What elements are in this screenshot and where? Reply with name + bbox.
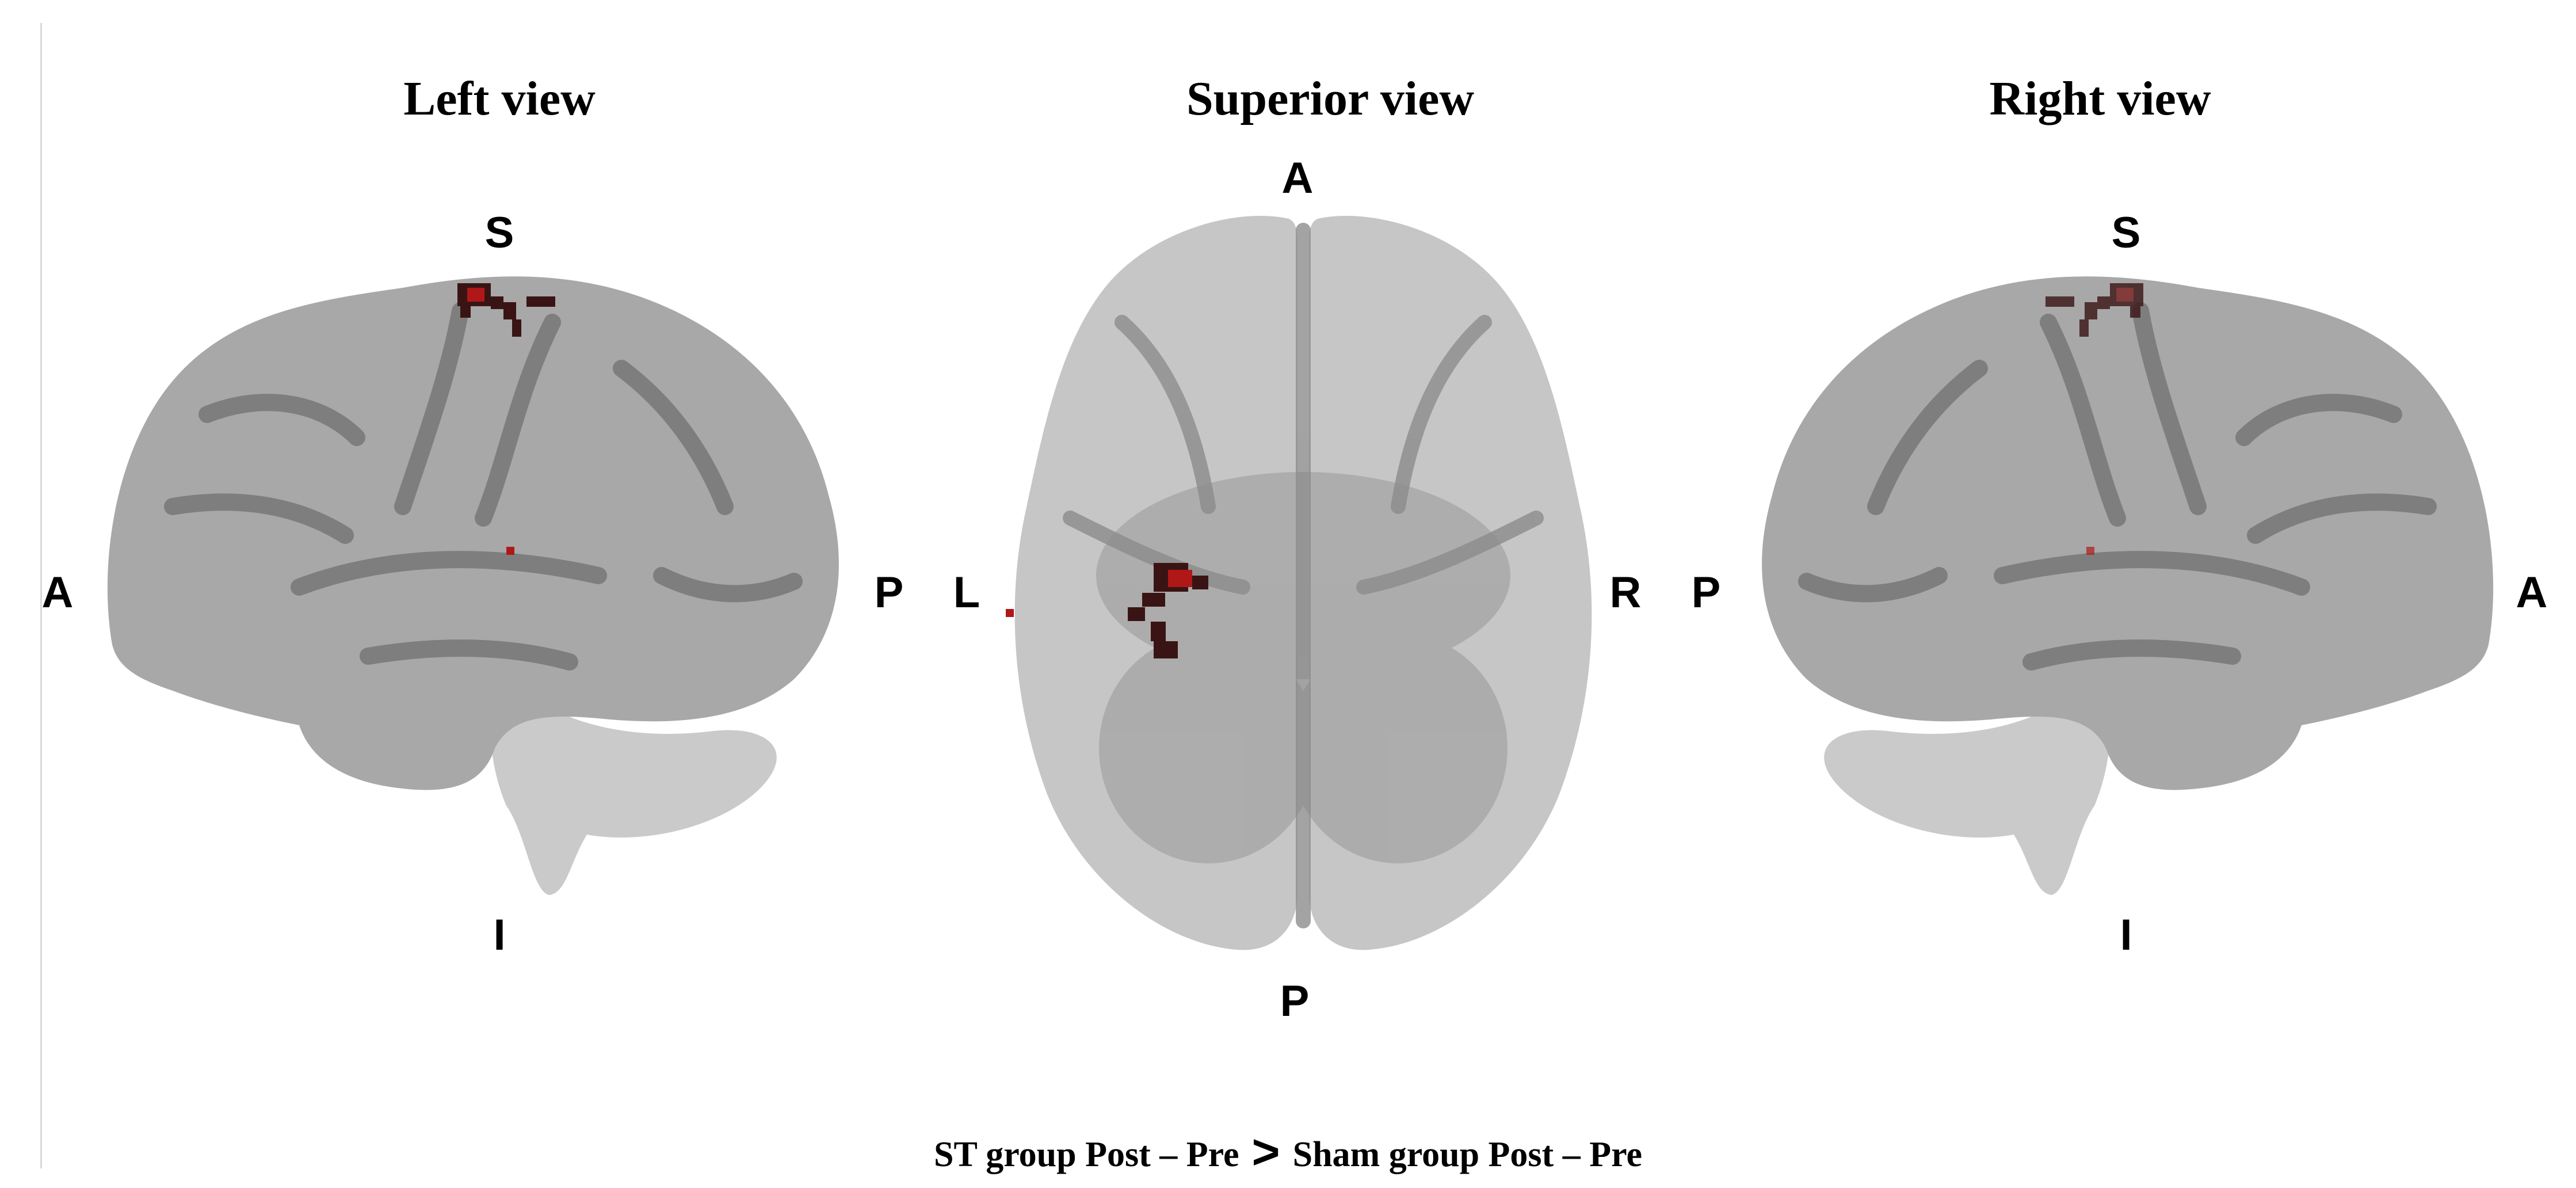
left-view-label-top: S <box>484 208 514 257</box>
cerebellum-shape <box>490 662 777 895</box>
divider-line <box>40 23 42 1168</box>
superior-view-label-right: R <box>1609 568 1642 617</box>
superior-view-label-left: L <box>953 568 980 617</box>
caption-left-text: ST group Post – Pre <box>934 1135 1239 1174</box>
superior-view-title: Superior view <box>1186 72 1475 125</box>
superior-view-label-top: A <box>1281 154 1314 203</box>
right-view-label-bottom: I <box>2120 911 2132 959</box>
sulci <box>164 302 803 671</box>
right-view-title: Right view <box>1989 72 2211 125</box>
activation-cluster-superior <box>457 283 555 337</box>
right-view-label-top: S <box>2111 208 2141 257</box>
left-view-label-bottom: I <box>493 911 506 959</box>
right-view-label-right: A <box>2516 568 2548 617</box>
superior-view-label-bottom: P <box>1280 977 1310 1026</box>
activation-spot <box>506 547 514 555</box>
activation-cluster-top <box>1128 563 1208 658</box>
gyri-lines <box>1063 223 1544 928</box>
figure-caption: ST group Post – Pre > Sham group Post – Pr… <box>934 1125 1642 1176</box>
caption-greater-than: > <box>1251 1125 1280 1179</box>
activation-spot-top <box>1006 609 1014 617</box>
right-view-label-left: P <box>1691 568 1721 617</box>
left-view-label-right: P <box>874 568 904 617</box>
left-view-title: Left view <box>403 72 596 125</box>
left-view-label-left: A <box>41 568 74 617</box>
caption-right-text: Sham group Post – Pre <box>1292 1135 1642 1174</box>
